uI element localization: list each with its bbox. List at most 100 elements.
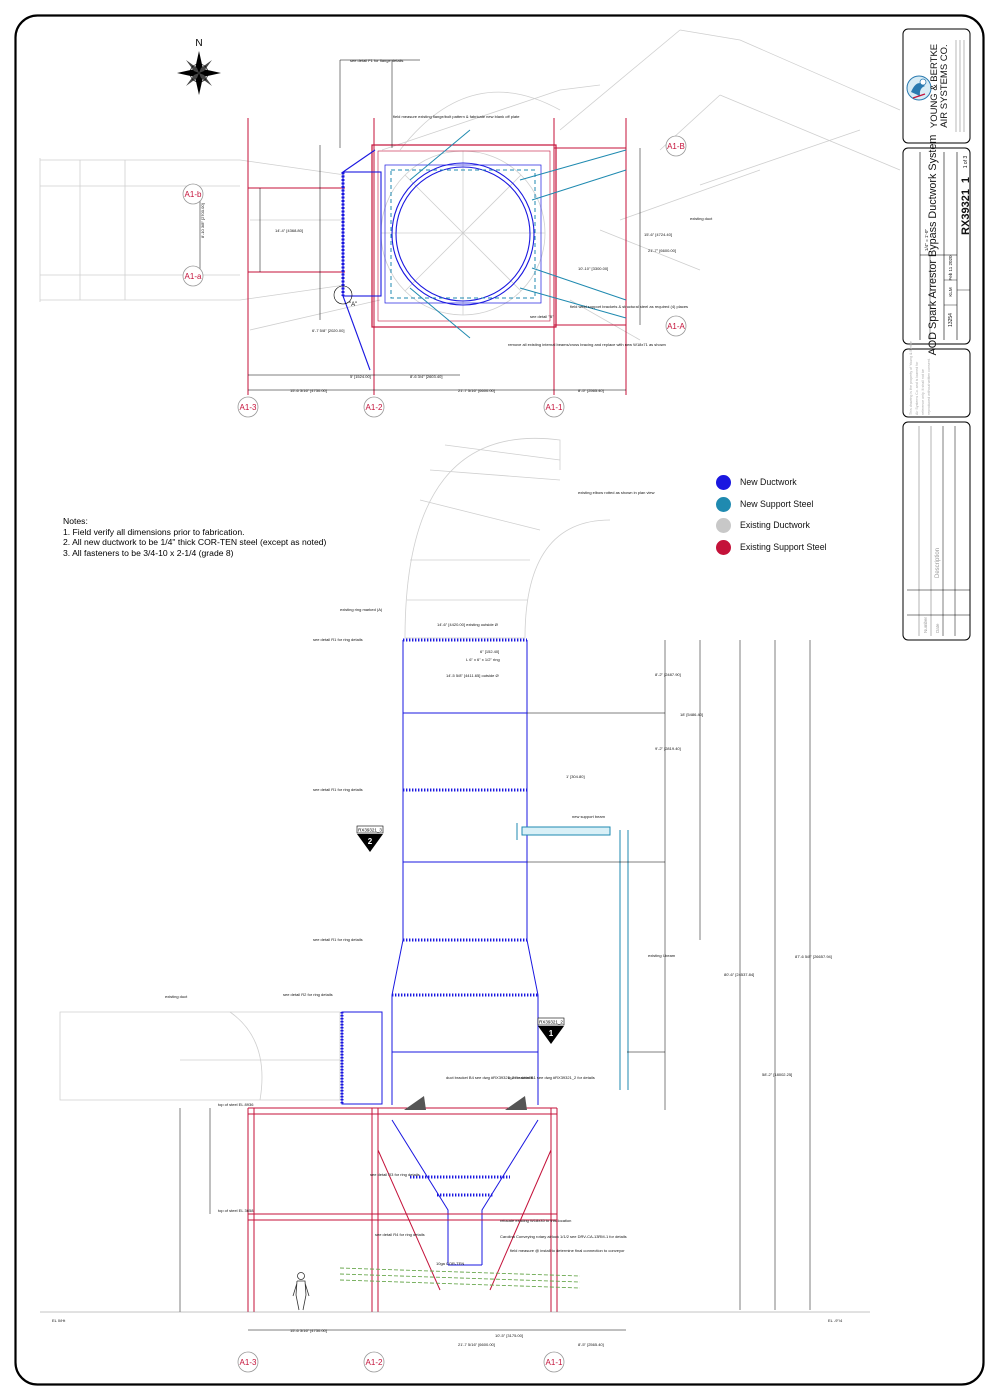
elev-note-3b: see detail R1 for ring details [313,787,363,792]
title-block [902,28,971,641]
section-mark-1-ref: RX39321_2 [539,1020,563,1025]
grid-bubble-label: A1-B [667,142,685,151]
drawing-number: RX39321 [960,189,972,235]
elev-note-15: Carolina Conveying rotary airlock 1/1/2 … [500,1234,627,1239]
legend-swatch [716,474,731,490]
sheet-number: 1 of 3 [963,156,969,169]
legend-item-existing-ductwork: Existing Ductwork [716,517,810,533]
elev-note-10: top of steel EL 8936 [218,1102,254,1107]
elev-dim-11: 58'-2" [18002.25] [762,1072,792,1077]
grid-bubble-label: A1-2 [366,1358,383,1367]
plan-note-7: "A" [349,302,357,308]
elev-dim-8: 9'-2" [2819.40] [655,746,681,751]
detail-a-callout [333,285,353,305]
legend-swatch [716,517,731,533]
elev-note-13: see detail R4 for ring details [375,1232,425,1237]
legend-label: Existing Ductwork [740,520,810,530]
elev-dim-1: 14'-6" [4420.00] existing outside Ø [437,622,498,627]
sheet-border [14,14,985,1386]
grid-bubble-a1-2: A1-2 [363,1351,385,1373]
legend-label: New Ductwork [740,477,797,487]
grid-bubble-label: A1-3 [240,403,257,412]
plan-note-4: remove all existing internal beams/cross… [508,342,666,347]
elev-dim-3: L 6" x 6" x 1/2" ring [466,657,500,662]
plan-dim-8: 15'-6" [4724.40] [644,232,672,237]
north-label: N [195,38,202,49]
grid-bubble-a1-1: A1-1 [543,1351,565,1373]
company-name-line2: AIR SYSTEMS CO. [939,44,950,127]
elev-dim-4: 14'-5 5/8" [4411.65] outside Ø [446,673,499,678]
plan-dim-11: 6'-7 5/8" [2020.00] [312,328,344,333]
grid-bubble-label: A1-1 [546,1358,563,1367]
revision-date-label: Date [935,623,940,633]
elev-dim-10: 80'-6" [24537.84] [724,972,754,977]
grid-bubble-a1-1: A1-1 [543,396,565,418]
company-name-line1: YOUNG & BERTKE [929,44,940,128]
grid-bubble-a1-a: A1-a [182,265,204,287]
company-logo [906,75,932,101]
plan-note-6: see detail "B" [530,314,554,319]
elev-note-5: existing I-beam [648,953,676,958]
elev-note-12: see detail R3 for ring details [370,1172,420,1177]
elev-dim-7: 18' [5486.40] [680,712,703,717]
legend-item-existing-support-steel: Existing Support Steel [716,539,827,555]
elev-dim-9: 87'-6 5/8" [26657.94] [795,954,832,959]
section-mark-2-num: 2 [368,837,373,846]
note-item: 3. All fasteners to be 3/4-10 x 2-1/4 (g… [63,547,234,558]
elev-note-1: existing elbow rotted as shown in plan v… [578,490,655,495]
note-item: 1. Field verify all dimensions prior to … [63,526,245,537]
legend-swatch [716,496,731,512]
plan-view: 15'-6 3/16" [4730.00] 5' [1524.00] 8'-6 … [39,29,901,395]
disclaimer-text: This drawing is the property of Young & … [909,341,931,415]
grid-bubble-a1-b: A1-B [665,135,687,157]
elev-dim-6: 8'-2" [2487.90] [655,672,681,677]
grid-bubble-a1-2: A1-2 [363,396,385,418]
svg-text:reference only. It shall not b: reference only. It shall not be [921,369,925,415]
grid-bubble-label: A1-3 [240,1358,257,1367]
revision-number-label: Number [923,616,928,633]
drawing-scale: 1/4" = 1'-0" [924,229,929,251]
elev-note-3: see detail R1 for ring details [313,637,363,642]
job-number: 13254 [948,313,954,327]
elev-note-17: 10ga COR-TEN [436,1261,464,1266]
section-mark-1: RX39321_2 1 [537,1017,565,1044]
elev-note-2: existing ring marked (A) [340,607,383,612]
elev-dim-2: 6" [152.40] [480,649,499,654]
legend-label: Existing Support Steel [740,542,827,552]
grid-bubble-a1-b: A1-b [182,183,204,205]
grid-bubble-label: A1-b [185,190,202,199]
revision-number: 1 [960,177,972,183]
grid-bubble-label: A1-a [185,272,202,281]
plan-dim-4: 21'-7 5/16" [6600.00] [458,388,495,393]
elev-note-11: top of steel EL 3658 [218,1208,254,1213]
elevation-view: existing elbow rotted as shown in plan v… [40,438,870,1347]
revision-description-label: Description [935,548,941,578]
elev-dim-5: 1' [304.80] [566,774,585,779]
plan-dim-1: 15'-6 3/16" [4730.00] [290,388,327,393]
elev-dim-14: 10'-5" [3175.00] [495,1333,523,1338]
elev-note-8: duct bracket B4 see dwg #RX39321_2 for d… [446,1075,533,1080]
plan-note-3: existing duct [690,216,713,221]
plan-dim-5: 8'-5" [2565.40] [578,388,604,393]
legend-swatch [716,539,731,555]
notes-title: Notes: [63,516,88,526]
drawn-by: KLM [948,287,953,297]
general-notes: Notes: 1. Field verify all dimensions pr… [63,516,326,558]
grid-bubble-a1-3: A1-3 [237,396,259,418]
elev-note-6: existing duct [165,994,188,999]
legend-item-new-ductwork: New Ductwork [716,474,797,490]
plan-dim-9: 21'-7" [6600.00] [648,248,676,253]
section-mark-2-ref: RX39321_3 [358,828,382,833]
plan-dim-10: 10'-10" [3300.00] [578,266,608,271]
grid-bubble-a1-3: A1-3 [237,1351,259,1373]
elev-dim-12: 15'-6 3/16" [4730.00] [290,1328,327,1333]
grid-bubble-label: A1-2 [366,403,383,412]
grid-bubble-a1-a: A1-A [665,315,687,337]
svg-text:reproduced without written con: reproduced without written consent. [927,358,931,415]
plan-dim-7: 14'-4" [4368.80] [275,228,303,233]
legend-item-new-support-steel: New Support Steel [716,496,813,512]
elev-note-4: new support beam [572,814,606,819]
legend-label: New Support Steel [740,499,814,509]
